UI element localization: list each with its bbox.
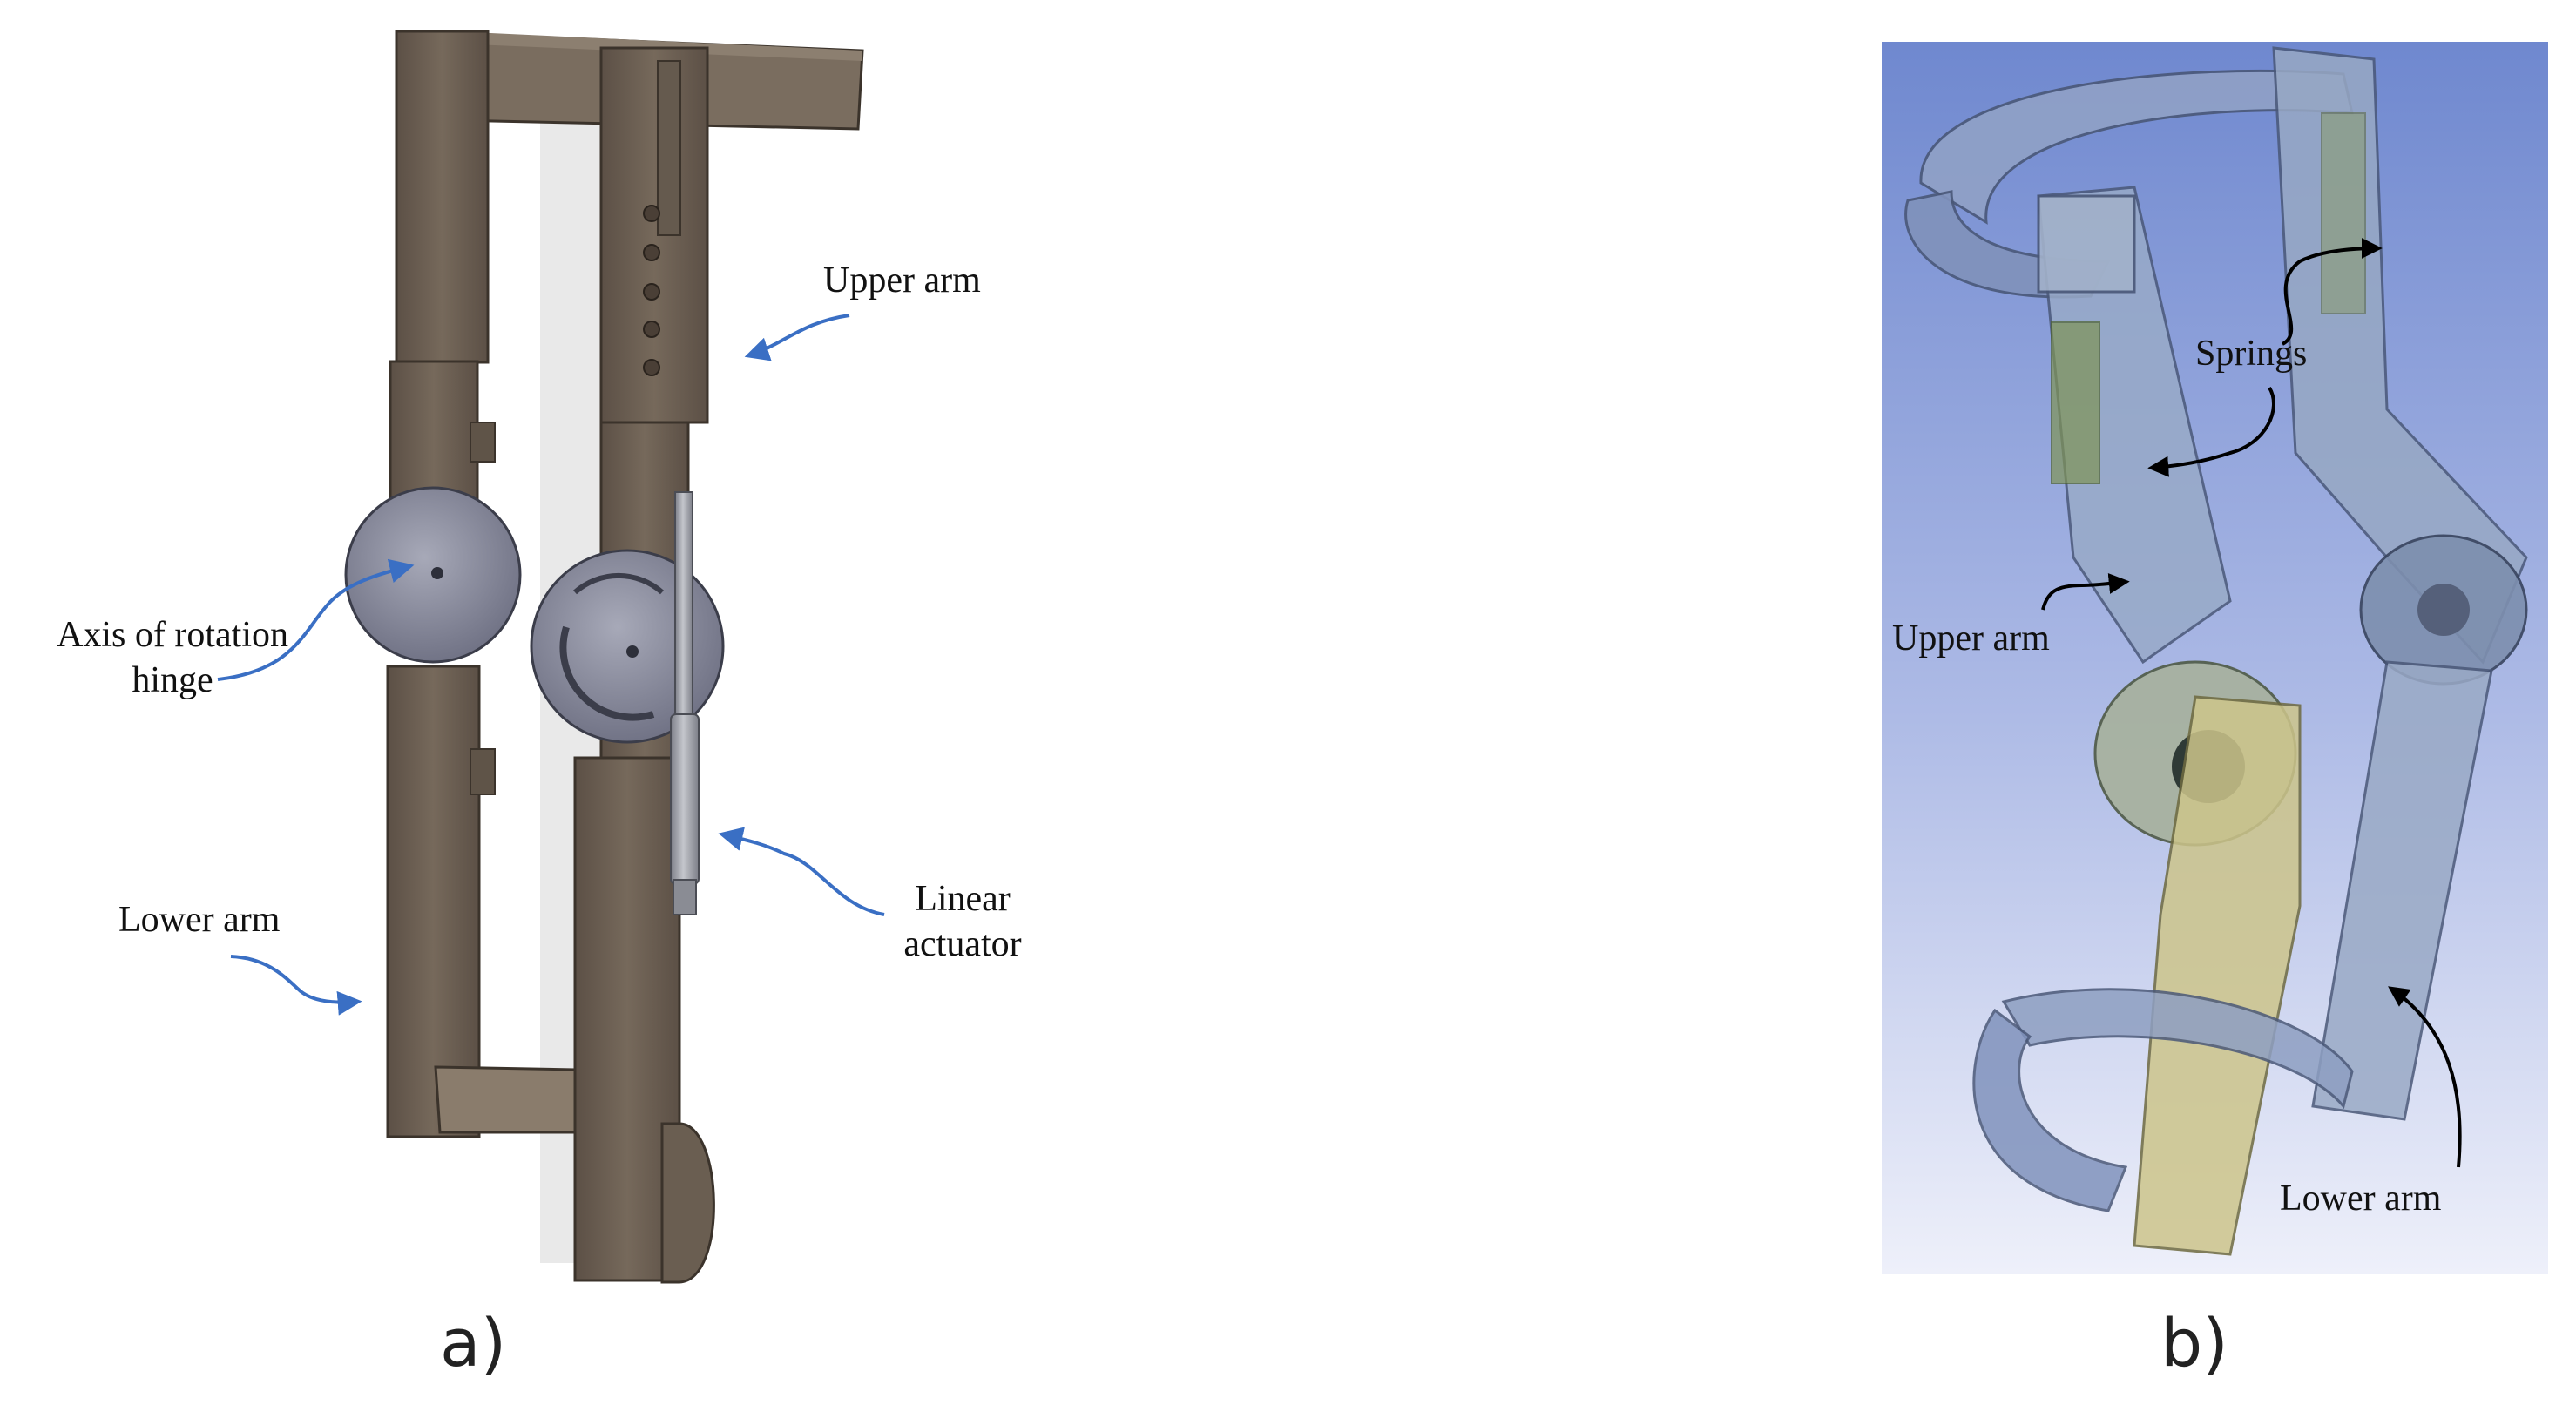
upper-arm-label-b: Upper arm bbox=[1892, 618, 2050, 659]
springs-label: Springs bbox=[2195, 334, 2308, 374]
linear-actuator-label: Linear actuator bbox=[880, 876, 1045, 967]
lower-arm-label-b: Lower arm bbox=[2280, 1179, 2442, 1219]
linear-label-line2: actuator bbox=[903, 924, 1022, 964]
axis-label-line1: Axis of rotation bbox=[57, 615, 288, 655]
panel-b-drawing bbox=[1882, 42, 2548, 1274]
caption-a: a) bbox=[440, 1304, 507, 1381]
axis-of-rotation-label: Axis of rotation hinge bbox=[33, 612, 312, 703]
axis-label-line2: hinge bbox=[132, 660, 213, 700]
lower-arm-label-a: Lower arm bbox=[118, 900, 281, 940]
linear-label-line1: Linear bbox=[915, 879, 1011, 919]
upper-arm-label-a: Upper arm bbox=[823, 260, 981, 301]
caption-b: b) bbox=[2160, 1304, 2228, 1381]
panel-a-drawing bbox=[217, 30, 885, 1284]
